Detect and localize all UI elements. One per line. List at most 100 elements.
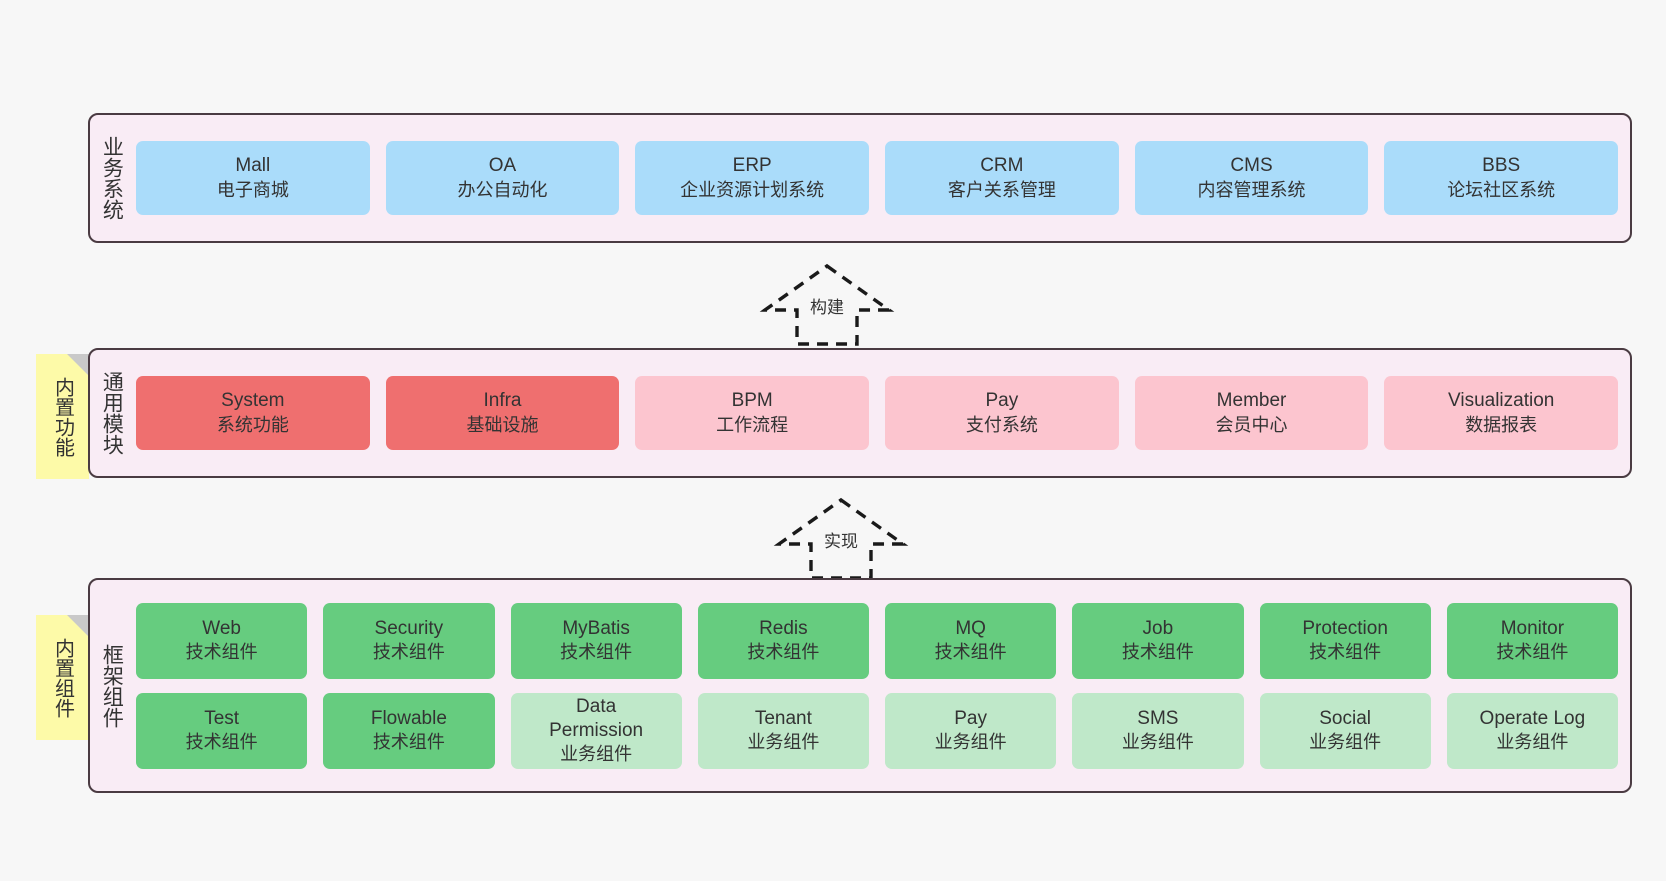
card-title: Security xyxy=(374,617,444,639)
card-subtitle: 业务组件 xyxy=(747,732,820,753)
note-builtin-features: 内置功能 xyxy=(36,354,89,479)
card-title: Flowable xyxy=(370,707,447,729)
card-mall[interactable]: Mall 电子商城 xyxy=(136,141,370,215)
note-fold-corner-icon xyxy=(67,615,89,637)
card-monitor[interactable]: Monitor 技术组件 xyxy=(1446,602,1618,679)
card-subtitle: 支付系统 xyxy=(965,414,1038,435)
card-title: Monitor xyxy=(1500,617,1565,639)
card-subtitle: 基础设施 xyxy=(466,414,539,435)
card-subtitle: 论坛社区系统 xyxy=(1447,179,1556,200)
note-text: 内置功能 xyxy=(51,376,74,457)
layer-caption-framework-components: 框架组件 xyxy=(100,643,124,728)
card-title: Tenant xyxy=(754,707,812,729)
card-title: Mall xyxy=(235,155,271,177)
card-tenant[interactable]: Tenant 业务组件 xyxy=(697,692,869,769)
card-subtitle: 会员中心 xyxy=(1215,414,1288,435)
card-subtitle: 业务组件 xyxy=(1309,732,1382,753)
note-fold-corner-icon xyxy=(67,354,89,376)
card-title: MyBatis xyxy=(562,617,630,639)
card-subtitle: 技术组件 xyxy=(934,642,1007,663)
card-sms[interactable]: SMS 业务组件 xyxy=(1072,692,1244,769)
card-subtitle: 系统功能 xyxy=(216,414,289,435)
card-subtitle: 技术组件 xyxy=(372,642,445,663)
card-protection[interactable]: Protection 技术组件 xyxy=(1259,602,1431,679)
card-title: SMS xyxy=(1137,707,1179,729)
note-builtin-components: 内置组件 xyxy=(36,615,89,740)
card-operate-log[interactable]: Operate Log 业务组件 xyxy=(1446,692,1618,769)
layer-caption-common-modules: 通用模块 xyxy=(100,371,124,455)
card-row: Web 技术组件 Security 技术组件 MyBatis 技术组件 Redi… xyxy=(136,602,1618,679)
card-social[interactable]: Social 业务组件 xyxy=(1259,692,1431,769)
card-title: CMS xyxy=(1230,155,1273,177)
card-title: System xyxy=(221,390,285,412)
card-title: BBS xyxy=(1482,155,1521,177)
card-title: Member xyxy=(1216,390,1287,412)
connector-build-label: 构建 xyxy=(810,298,844,317)
layer-body-business-systems: Mall 电子商城 OA 办公自动化 ERP 企业资源计划系统 CRM 客户关系… xyxy=(132,115,1630,241)
card-pay[interactable]: Pay 支付系统 xyxy=(885,376,1119,450)
layer-common-modules: 通用模块 System 系统功能 Infra 基础设施 BPM 工作流程 Pay… xyxy=(88,348,1632,478)
card-subtitle: 技术组件 xyxy=(372,732,445,753)
card-bbs[interactable]: BBS 论坛社区系统 xyxy=(1384,141,1619,215)
card-title: Operate Log xyxy=(1479,707,1586,729)
card-title: Redis xyxy=(759,617,808,639)
card-title: Web xyxy=(202,617,241,639)
card-member[interactable]: Member 会员中心 xyxy=(1134,376,1369,450)
layer-body-common-modules: System 系统功能 Infra 基础设施 BPM 工作流程 Pay 支付系统… xyxy=(132,350,1630,476)
card-title: ERP xyxy=(732,155,772,177)
card-subtitle: 技术组件 xyxy=(185,642,258,663)
card-visualization[interactable]: Visualization 数据报表 xyxy=(1384,376,1619,450)
card-subtitle: 技术组件 xyxy=(1309,642,1382,663)
card-title: Data Permission xyxy=(549,695,644,741)
card-title: Job xyxy=(1142,617,1174,639)
connector-implement-label: 实现 xyxy=(824,532,858,551)
card-subtitle: 业务组件 xyxy=(1496,732,1569,753)
card-oa[interactable]: OA 办公自动化 xyxy=(385,141,620,215)
card-subtitle: 工作流程 xyxy=(716,414,789,435)
card-subtitle: 办公自动化 xyxy=(457,179,548,200)
card-title: OA xyxy=(488,155,517,177)
card-row: Test 技术组件 Flowable 技术组件 Data Permission … xyxy=(136,692,1618,769)
card-subtitle: 技术组件 xyxy=(1496,642,1569,663)
connector-build-arrow xyxy=(752,258,902,348)
card-redis[interactable]: Redis 技术组件 xyxy=(697,602,869,679)
card-subtitle: 业务组件 xyxy=(934,732,1007,753)
layer-caption-business-systems: 业务系统 xyxy=(100,136,124,220)
card-mybatis[interactable]: MyBatis 技术组件 xyxy=(510,602,682,679)
card-subtitle: 技术组件 xyxy=(747,642,820,663)
card-test[interactable]: Test 技术组件 xyxy=(136,692,308,769)
card-job[interactable]: Job 技术组件 xyxy=(1072,602,1244,679)
card-crm[interactable]: CRM 客户关系管理 xyxy=(885,141,1119,215)
card-web[interactable]: Web 技术组件 xyxy=(136,602,308,679)
card-title: Social xyxy=(1319,707,1371,729)
card-infra[interactable]: Infra 基础设施 xyxy=(385,376,620,450)
card-title: Test xyxy=(204,707,240,729)
card-data-permission[interactable]: Data Permission 业务组件 xyxy=(510,692,682,769)
layer-framework-components: 框架组件 Web 技术组件 Security 技术组件 MyBatis 技术组件… xyxy=(88,578,1632,793)
layer-business-systems: 业务系统 Mall 电子商城 OA 办公自动化 ERP 企业资源计划系统 CRM… xyxy=(88,113,1632,243)
card-security[interactable]: Security 技术组件 xyxy=(323,602,495,679)
layer-body-framework-components: Web 技术组件 Security 技术组件 MyBatis 技术组件 Redi… xyxy=(132,580,1630,791)
card-subtitle: 业务组件 xyxy=(1121,732,1194,753)
card-subtitle: 技术组件 xyxy=(1121,642,1194,663)
generalization-arrow-icon xyxy=(759,263,895,346)
card-title: Pay xyxy=(954,707,987,729)
card-erp[interactable]: ERP 企业资源计划系统 xyxy=(635,141,870,215)
card-title: BPM xyxy=(731,390,773,412)
card-title: MQ xyxy=(955,617,986,639)
card-title: Infra xyxy=(483,390,522,412)
card-title: Visualization xyxy=(1448,390,1555,412)
card-cms[interactable]: CMS 内容管理系统 xyxy=(1134,141,1369,215)
card-system[interactable]: System 系统功能 xyxy=(136,376,370,450)
note-text: 内置组件 xyxy=(51,637,74,718)
card-subtitle: 内容管理系统 xyxy=(1197,179,1306,200)
card-pay-component[interactable]: Pay 业务组件 xyxy=(885,692,1057,769)
card-subtitle: 技术组件 xyxy=(560,642,633,663)
card-subtitle: 技术组件 xyxy=(185,732,258,753)
card-subtitle: 电子商城 xyxy=(216,179,289,200)
card-mq[interactable]: MQ 技术组件 xyxy=(885,602,1057,679)
card-flowable[interactable]: Flowable 技术组件 xyxy=(323,692,495,769)
card-bpm[interactable]: BPM 工作流程 xyxy=(635,376,870,450)
card-title: Protection xyxy=(1302,617,1388,639)
